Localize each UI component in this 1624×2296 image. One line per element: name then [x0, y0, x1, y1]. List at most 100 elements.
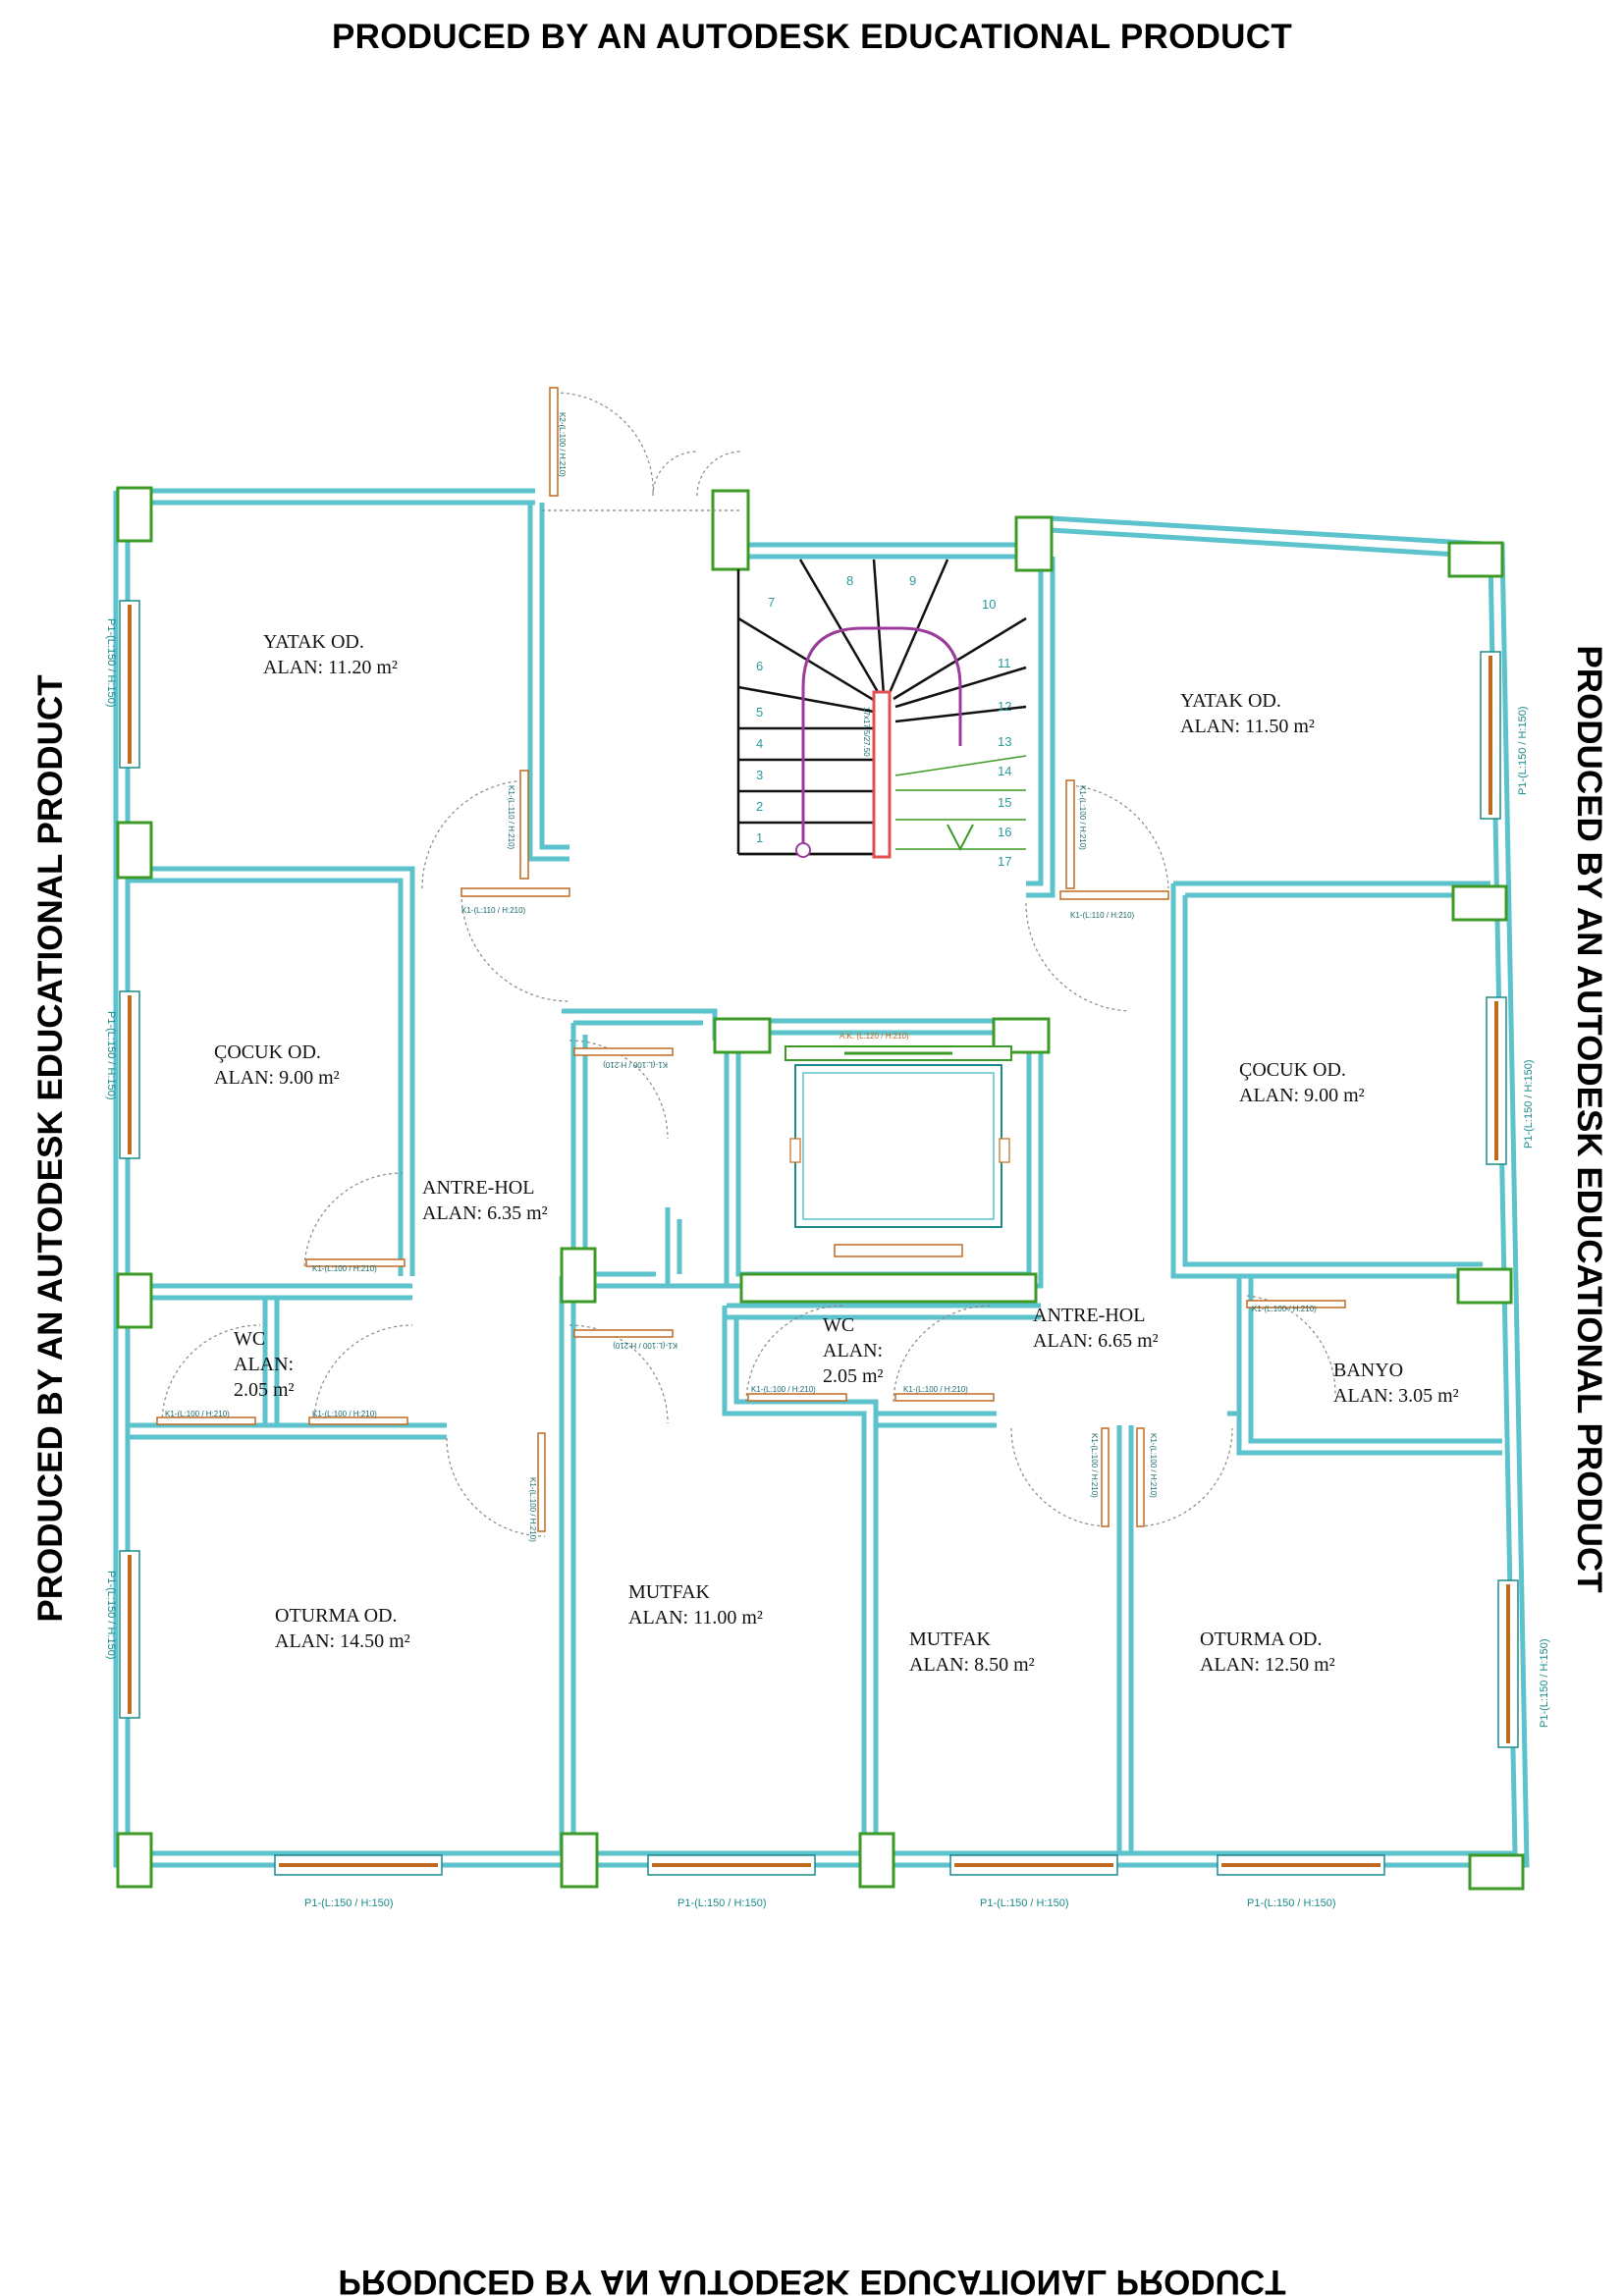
door-swing: [460, 892, 570, 1002]
elevator-door-label: A.K. (L:120 / H:210): [839, 1032, 909, 1041]
door-swing: [554, 392, 654, 497]
stair-start-marker: [795, 842, 811, 858]
room-area: ALAN: 9.00 m²: [1239, 1085, 1365, 1106]
window-label: P1-(L:150 / H:150): [304, 1897, 394, 1909]
room-name: OTURMA OD.: [1200, 1629, 1322, 1650]
door-leaf: [460, 887, 570, 897]
outer-wall: [113, 491, 1530, 1868]
door-leaf: [573, 1329, 674, 1338]
wc2-bottom-wall: [876, 1411, 997, 1428]
yatak-right-bottom-wall: [1173, 881, 1490, 898]
column: [1468, 1853, 1525, 1891]
door-leaf: [573, 1047, 674, 1056]
stair-number: 9: [909, 573, 916, 588]
window-right-2: [1486, 996, 1507, 1165]
stair-top-wall: [727, 542, 1026, 560]
door-swing: [161, 1324, 261, 1424]
yatak-left-right-wall: [527, 503, 569, 862]
column: [116, 486, 153, 543]
stair-number: 2: [756, 799, 763, 814]
room-name: MUTFAK: [628, 1581, 711, 1603]
door-swing: [893, 1305, 993, 1403]
window-left-3: [119, 1550, 140, 1719]
room-area: ALAN: 14.50 m²: [275, 1630, 410, 1652]
door-swing: [568, 1040, 669, 1140]
room-area: ALAN: 12.50 m²: [1200, 1654, 1335, 1676]
banyo-walls: [1236, 1276, 1502, 1456]
door-leaf: [308, 1416, 408, 1425]
window-bottom-1: [274, 1854, 443, 1876]
door-leaf: [549, 387, 559, 497]
stair-number: 1: [756, 830, 763, 845]
mutfak-oturma-wall: [1116, 1425, 1134, 1853]
room-area: ALAN: 11.50 m²: [1180, 716, 1315, 737]
room-name: ANTRE-HOL: [1033, 1305, 1145, 1326]
door-label: K1-(L:100 / H:210): [1078, 785, 1087, 850]
room-yatak-left: YATAK OD. ALAN: 11.20 m²: [263, 631, 398, 678]
door-swing: [313, 1324, 413, 1424]
stair-number: 14: [998, 764, 1011, 778]
wc2-walls: [722, 1306, 879, 1853]
column: [1456, 1267, 1513, 1305]
room-area: ALAN: 6.35 m²: [422, 1202, 548, 1224]
window-left-2: [119, 990, 140, 1159]
stair-number: 17: [998, 854, 1011, 869]
door-swings: [161, 392, 1336, 1537]
window-label: P1-(L:150 / H:150): [105, 618, 117, 708]
elevator: A.K. (L:120 / H:210): [785, 1032, 1012, 1257]
window-left-1: [119, 600, 140, 769]
room-name: MUTFAK: [909, 1629, 992, 1650]
room-area: 2.05 m²: [234, 1379, 295, 1401]
room-area: ALAN: 11.20 m²: [263, 657, 398, 678]
door-leaf: [519, 770, 529, 880]
door-leaf: [1059, 890, 1169, 900]
door-swing: [696, 451, 742, 497]
room-name: WC: [823, 1314, 854, 1336]
stair-numbers: 1 2 3 4 5 6 7 8 9 10 11 12 13 14 15 16 1…: [756, 573, 1011, 869]
door-leaf: [894, 1393, 995, 1402]
door-label: K1-(L:110 / H:210): [461, 906, 526, 915]
room-mutfak-right: MUTFAK ALAN: 8.50 m²: [909, 1629, 1035, 1676]
stair-number: 6: [756, 659, 763, 673]
door-leaf: [1136, 1427, 1145, 1527]
stair-rail: [872, 690, 892, 859]
door-swing: [1025, 902, 1130, 1012]
elevator-car: [794, 1064, 1002, 1228]
door-label: K1-(L:100 / H:210): [751, 1385, 816, 1394]
stair-dimension-label: 17x17.5/27.50: [862, 707, 871, 757]
room-area: ALAN: 8.50 m²: [909, 1654, 1035, 1676]
room-name: ANTRE-HOL: [422, 1177, 534, 1199]
cocuk-right-walls: [1170, 883, 1483, 1279]
room-area: ALAN:: [823, 1340, 883, 1362]
column: [560, 1832, 599, 1889]
stair-number: 11: [998, 656, 1011, 670]
window-right-1: [1480, 651, 1501, 820]
stair-number: 12: [998, 699, 1011, 714]
wc-divider: [262, 1298, 280, 1425]
elevator-shaft-inner: [735, 1030, 1032, 1277]
column: [116, 1272, 153, 1329]
wc-bottom-wall: [128, 1422, 447, 1440]
door-leaf: [156, 1416, 256, 1425]
column: [116, 1832, 153, 1889]
oturma-mutfak-wall: [559, 1276, 576, 1853]
columns: [116, 486, 1525, 1891]
room-name: WC: [234, 1328, 265, 1350]
door-label: K1-(L:100 / H:210): [165, 1410, 230, 1418]
room-name: OTURMA OD.: [275, 1605, 397, 1627]
door-leaf: [1246, 1300, 1346, 1308]
column: [1014, 515, 1054, 572]
stair-number: 8: [846, 573, 853, 588]
column: [1447, 541, 1504, 578]
elevator-counterweight: [834, 1244, 963, 1257]
stair-number: 7: [768, 595, 775, 610]
door-label: K1-(L:100 / H:210): [613, 1341, 677, 1350]
door-label: K1-(L:110 / H:210): [1070, 911, 1135, 920]
window-label: P1-(L:150 / H:150): [1247, 1897, 1336, 1909]
door-label: K1-(L:100 / H:210): [903, 1385, 968, 1394]
door-label: K2-(L:100 / H:210): [558, 412, 567, 477]
window-right-3: [1497, 1579, 1519, 1748]
room-wc-center: WC ALAN: 2.05 m²: [823, 1314, 884, 1387]
